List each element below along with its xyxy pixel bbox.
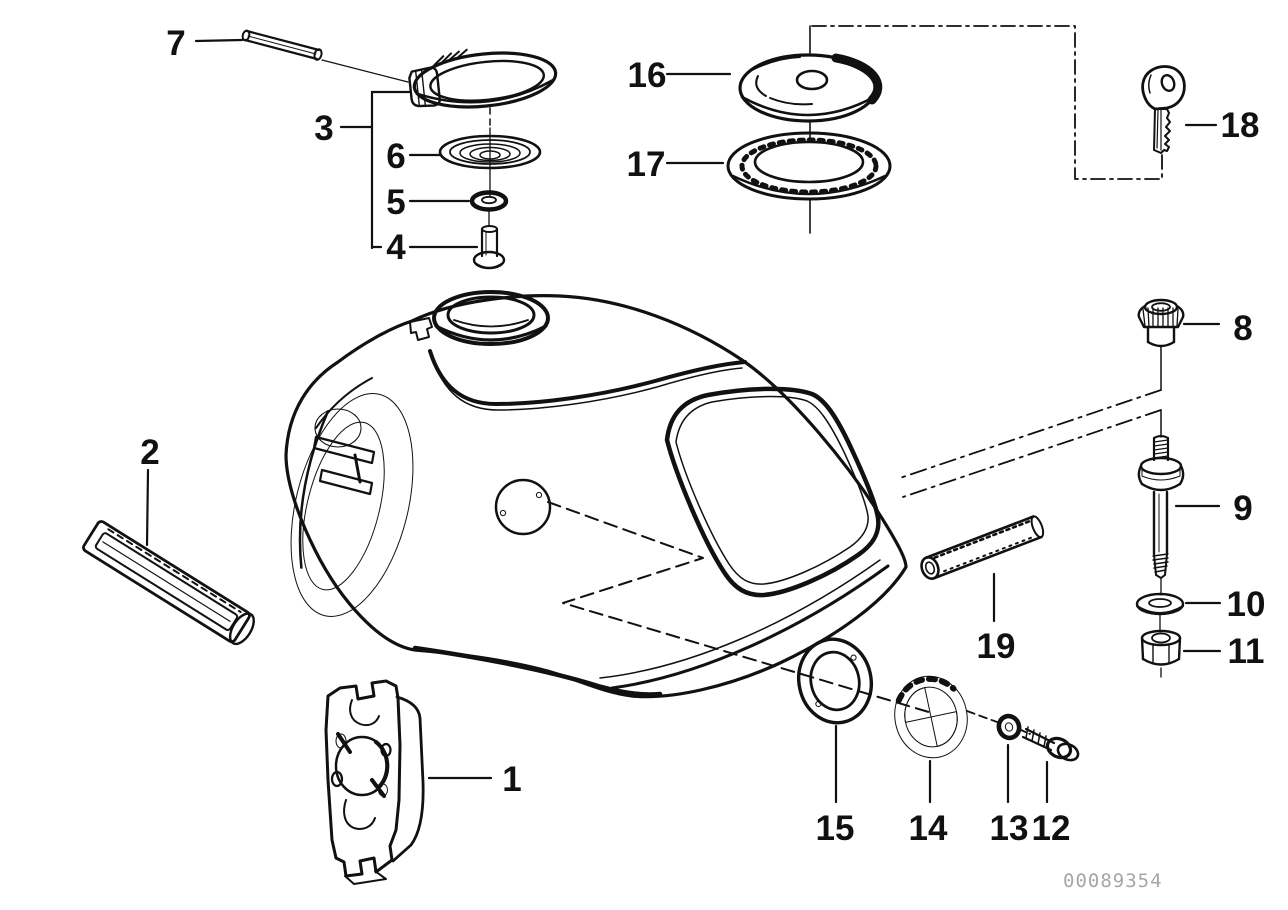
part-trim-ring — [797, 637, 873, 725]
knee-pad-recess — [664, 386, 881, 598]
knee-pad-recess-inner — [675, 395, 869, 585]
tank-shoulder-line — [428, 349, 747, 406]
tank-bottom-edge-right-echo — [599, 559, 881, 679]
tank-tunnel-opening — [290, 393, 414, 617]
callout-12[interactable]: 12 — [1032, 809, 1071, 848]
tank-contour-line — [315, 377, 373, 429]
key-dashdot-path — [811, 25, 1163, 180]
rear-mount-leaders — [1174, 322, 1222, 653]
badge-leaders — [834, 724, 1049, 804]
callout-3[interactable]: 3 — [314, 109, 333, 148]
callout-1[interactable]: 1 — [502, 760, 521, 799]
callout-18[interactable]: 18 — [1221, 106, 1260, 145]
part-emblem-nut — [996, 713, 1022, 741]
callout-7[interactable]: 7 — [166, 24, 185, 63]
neck-latch-catch — [409, 317, 433, 341]
callout-2[interactable]: 2 — [140, 433, 159, 472]
part-fuel-hose — [920, 515, 1045, 580]
tunnel-rail-lower — [318, 468, 374, 496]
tunnel-rail-upper — [312, 435, 376, 465]
part-emblem-screw — [1021, 726, 1080, 762]
part-cap-screw — [472, 225, 506, 270]
mounting-plate-drawing: 1 — [324, 679, 522, 885]
hose-drawing: 19 — [920, 515, 1045, 666]
filler-neck — [409, 290, 550, 346]
leader-2 — [145, 468, 150, 547]
part-tank-cap — [408, 48, 558, 109]
plate-side-depth — [391, 695, 425, 863]
rubber-strip-drawing: 2 — [82, 433, 255, 646]
callout-14[interactable]: 14 — [909, 809, 948, 848]
callout-6[interactable]: 6 — [386, 137, 405, 176]
mount-dashdot-a — [899, 389, 1162, 479]
tank-silhouette — [284, 294, 908, 699]
tunnel-rail-post — [353, 453, 362, 484]
tank-bottom-edge-right — [610, 564, 890, 690]
part-mounting-plate — [324, 679, 402, 878]
tank-shoulder-line-echo — [431, 357, 743, 411]
part-bmw-emblem — [894, 675, 968, 759]
part-grommet — [469, 190, 509, 212]
callout-5[interactable]: 5 — [386, 183, 405, 222]
part-rubber-strip — [82, 520, 255, 646]
mount-dashdot-b — [902, 409, 1162, 498]
part-key — [1141, 65, 1186, 154]
screw-leader-dash-b — [1020, 729, 1031, 735]
callout-13[interactable]: 13 — [990, 809, 1029, 848]
part-pin — [241, 29, 323, 61]
key-drawing: 18 — [811, 25, 1260, 180]
callout-8[interactable]: 8 — [1233, 309, 1252, 348]
cap-hinge-hatch — [433, 48, 468, 67]
part-number-watermark: 00089354 — [1063, 870, 1163, 892]
tank-bottom-edge — [412, 645, 663, 697]
callout-9[interactable]: 9 — [1233, 489, 1252, 528]
cap-top-drawing: 16 17 — [627, 25, 892, 234]
bracket-3-lines — [194, 38, 479, 250]
plate-foot-depth — [344, 870, 387, 885]
emblem-leader-zigzag — [547, 501, 933, 714]
callout-10[interactable]: 10 — [1227, 585, 1266, 624]
callout-15[interactable]: 15 — [816, 809, 855, 848]
cap-assembly-drawing: 7 3 6 5 4 — [166, 24, 558, 270]
callout-17[interactable]: 17 — [627, 145, 666, 184]
part-cap-top — [738, 53, 883, 123]
part-washer — [1135, 592, 1185, 616]
pin-pointer-line — [321, 59, 409, 83]
part-cap-seal — [726, 131, 892, 201]
rear-mount-drawing: 8 9 10 11 — [899, 298, 1266, 678]
callout-4[interactable]: 4 — [386, 228, 406, 267]
tunnel-blob — [314, 408, 362, 448]
callout-11[interactable]: 11 — [1228, 632, 1265, 671]
part-strainer — [438, 134, 542, 170]
part-rubber-damper-stud — [1137, 435, 1185, 579]
part-knurled-nut — [1137, 298, 1185, 348]
part-hex-nut — [1140, 629, 1182, 666]
callout-19[interactable]: 19 — [977, 627, 1016, 666]
tank-emblem-mount — [494, 478, 552, 536]
key-blade — [1153, 108, 1171, 154]
cap-latch — [408, 66, 441, 108]
fuel-tank-drawing — [284, 290, 933, 714]
callout-16[interactable]: 16 — [628, 56, 667, 95]
badge-drawing: 15 14 13 12 — [797, 637, 1080, 848]
screw-leader-dash-a — [966, 710, 998, 723]
